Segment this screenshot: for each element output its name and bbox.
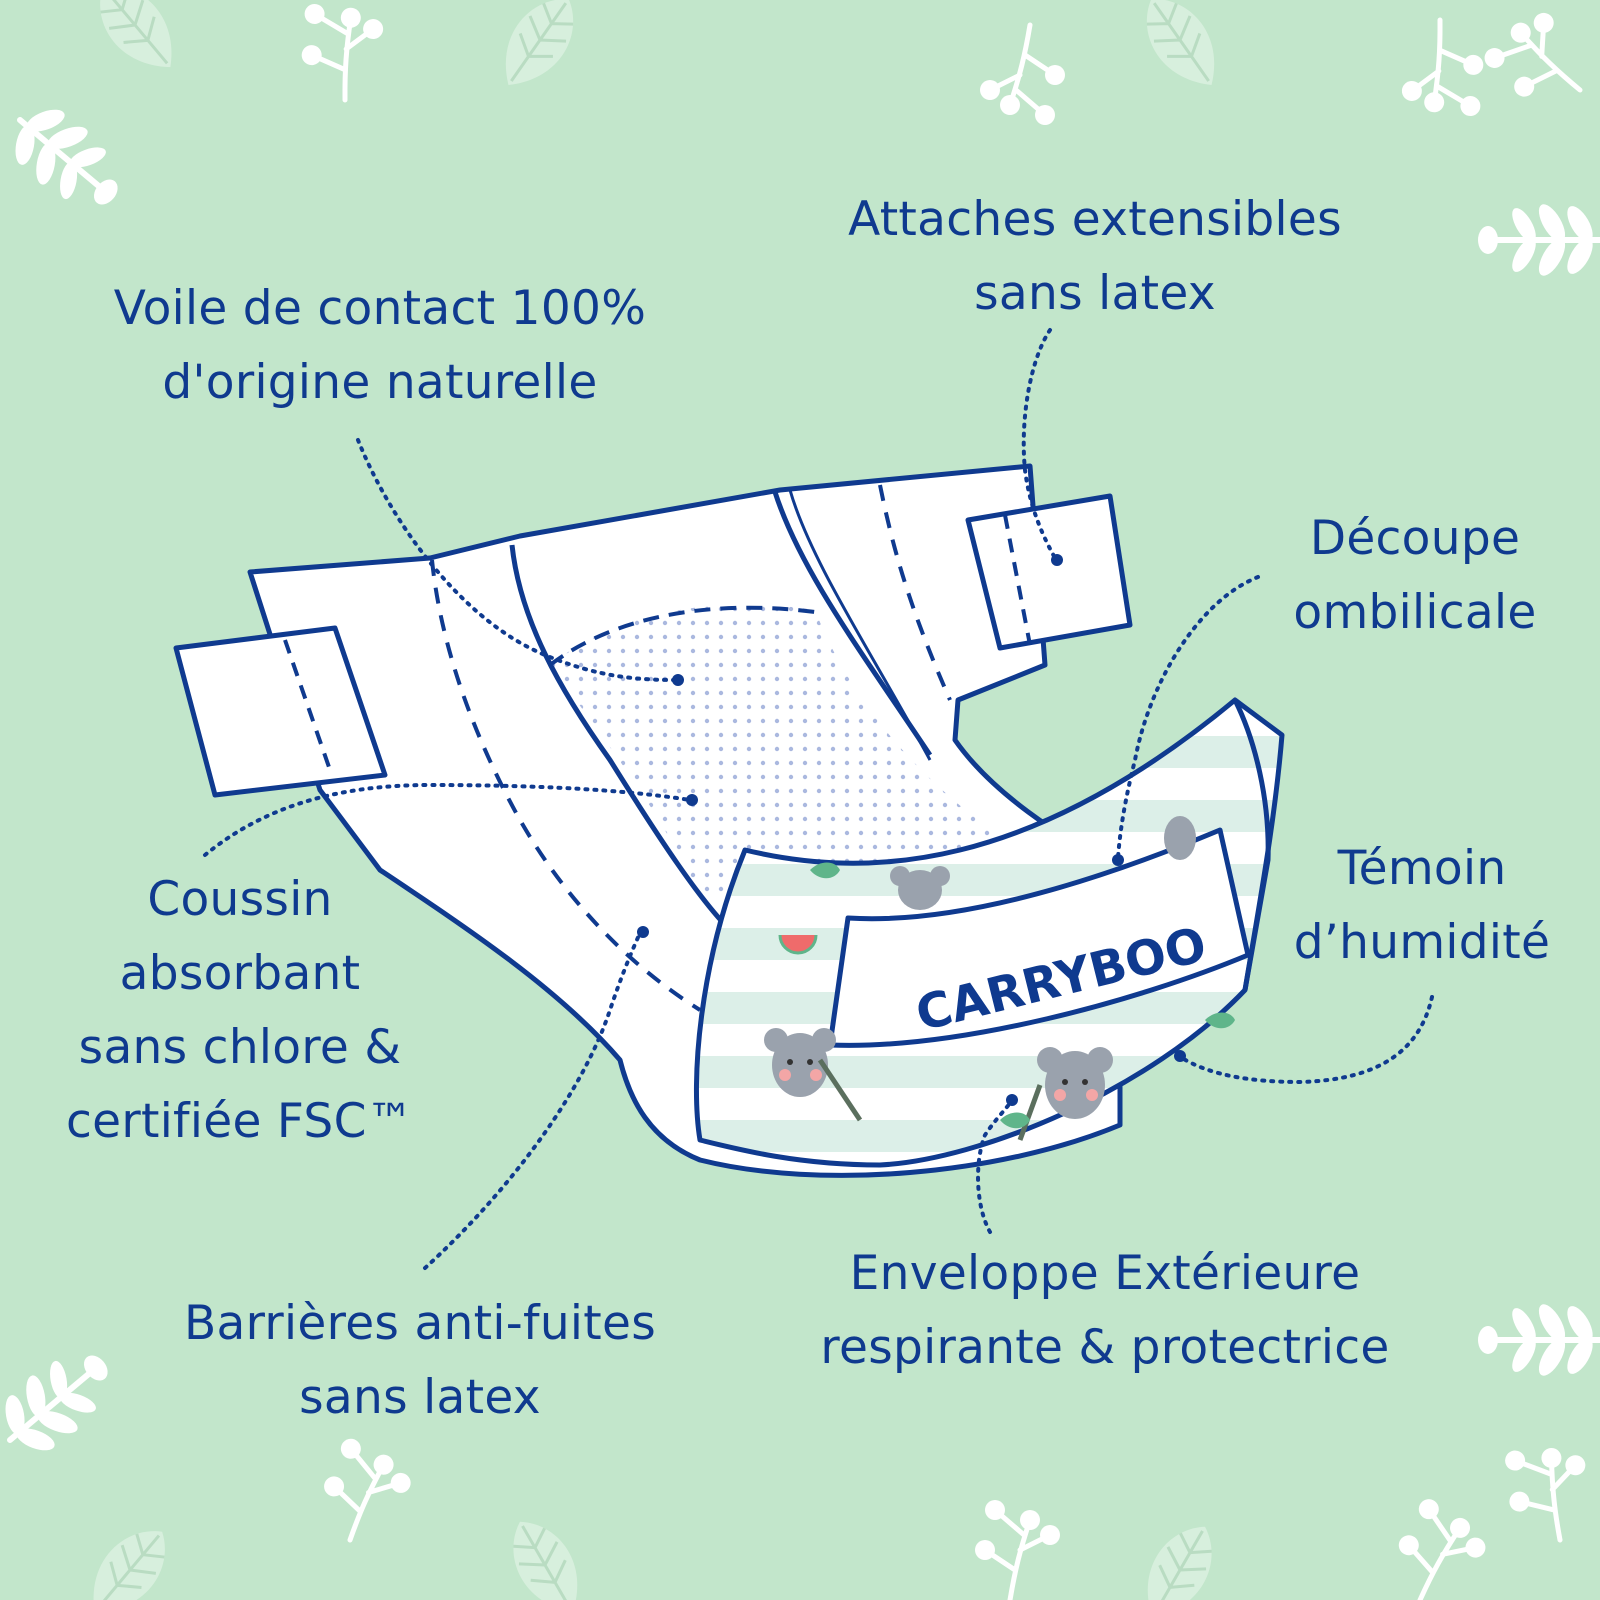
callout-temoin-line-2: d’humidité bbox=[1293, 915, 1551, 970]
koala-print-icon bbox=[1017, 1047, 1113, 1141]
callout-voile-line-2: d'origine naturelle bbox=[162, 355, 598, 410]
brand-band bbox=[827, 827, 1251, 1048]
callout-attaches: Attaches extensibles sans latex bbox=[795, 183, 1395, 331]
callout-coussin-line-1: Coussin bbox=[147, 872, 333, 927]
callout-temoin: Témoin d’humidité bbox=[1262, 832, 1582, 980]
callout-voile: Voile de contact 100% d'origine naturell… bbox=[60, 272, 700, 420]
left-tab bbox=[173, 625, 388, 798]
callout-attaches-line-1: Attaches extensibles bbox=[848, 192, 1342, 247]
koala-print-icon bbox=[764, 1028, 863, 1122]
callout-barrieres-line-1: Barrières anti-fuites bbox=[183, 1296, 657, 1351]
callout-temoin-line-1: Témoin bbox=[1337, 841, 1507, 896]
callout-decoupe: Découpe ombilicale bbox=[1250, 502, 1580, 650]
callout-enveloppe-line-1: Enveloppe Extérieure bbox=[849, 1246, 1361, 1301]
callout-enveloppe-line-2: respirante & protectrice bbox=[820, 1320, 1390, 1375]
callout-barrieres-line-2: sans latex bbox=[299, 1370, 541, 1425]
callout-voile-line-1: Voile de contact 100% bbox=[113, 281, 647, 336]
callout-enveloppe: Enveloppe Extérieure respirante & protec… bbox=[745, 1237, 1465, 1385]
callout-barrieres: Barrières anti-fuites sans latex bbox=[120, 1287, 720, 1435]
callout-coussin-line-3: sans chlore & bbox=[78, 1020, 402, 1075]
right-tab bbox=[965, 493, 1133, 651]
callout-attaches-line-2: sans latex bbox=[974, 266, 1216, 321]
callout-coussin-line-2: absorbant bbox=[119, 946, 361, 1001]
watermelon-print-icon bbox=[778, 934, 818, 955]
koala-print-icon bbox=[890, 866, 950, 910]
callout-decoupe-line-2: ombilicale bbox=[1293, 585, 1537, 640]
callout-coussin: Coussin absorbant sans chlore & certifié… bbox=[20, 863, 460, 1159]
koala-print-icon bbox=[1164, 816, 1196, 860]
callout-decoupe-line-1: Découpe bbox=[1309, 511, 1521, 566]
callout-coussin-line-4: certifiée FSC™ bbox=[65, 1094, 414, 1149]
